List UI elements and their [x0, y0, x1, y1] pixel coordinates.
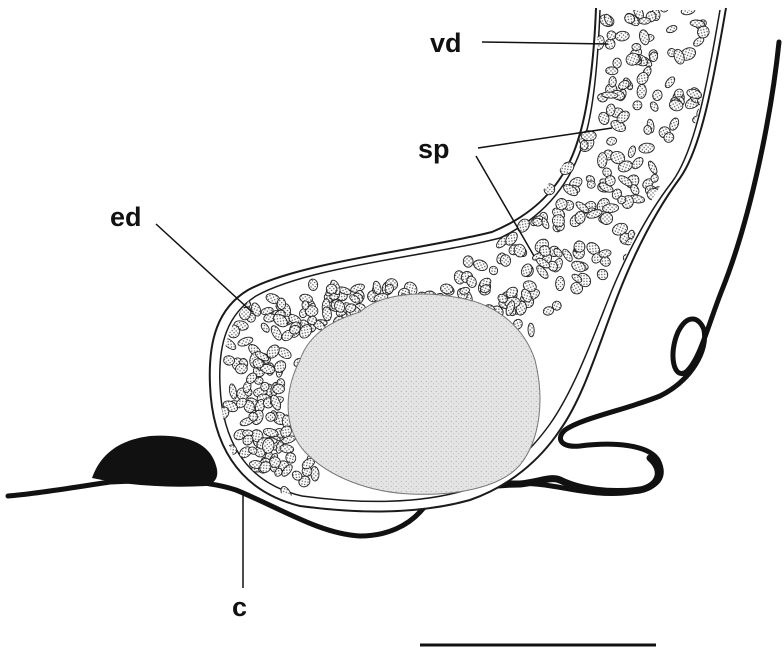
- sperm-cell: [613, 58, 622, 68]
- sperm-cell: [580, 140, 588, 150]
- label-c: c: [232, 592, 247, 622]
- sperm-cell: [639, 17, 651, 24]
- sperm-cell: [277, 298, 286, 310]
- sperm-cell: [597, 152, 607, 168]
- sperm-cell: [302, 301, 309, 310]
- sperm-cell: [310, 466, 319, 481]
- sperm-cell: [555, 276, 564, 290]
- cuticle-mass: [92, 436, 217, 487]
- sperm-cell: [272, 384, 284, 394]
- sperm-cell: [606, 0, 620, 7]
- label-ed: ed: [110, 202, 142, 232]
- sperm-cell: [266, 413, 276, 422]
- vd-leader-line: [482, 42, 608, 44]
- sperm-cell: [528, 323, 535, 337]
- sperm-cell: [698, 0, 715, 6]
- sperm-cell: [544, 184, 555, 196]
- sperm-cell: [609, 76, 617, 87]
- sperm-cell: [660, 2, 669, 12]
- sperm-cell: [644, 125, 652, 135]
- sperm-cell: [463, 256, 473, 267]
- sperm-cell: [632, 44, 641, 51]
- ed-leader-line: [156, 224, 252, 312]
- label-vd: vd: [430, 28, 462, 58]
- sperm-cell: [600, 212, 613, 225]
- label-sp: sp: [418, 134, 450, 164]
